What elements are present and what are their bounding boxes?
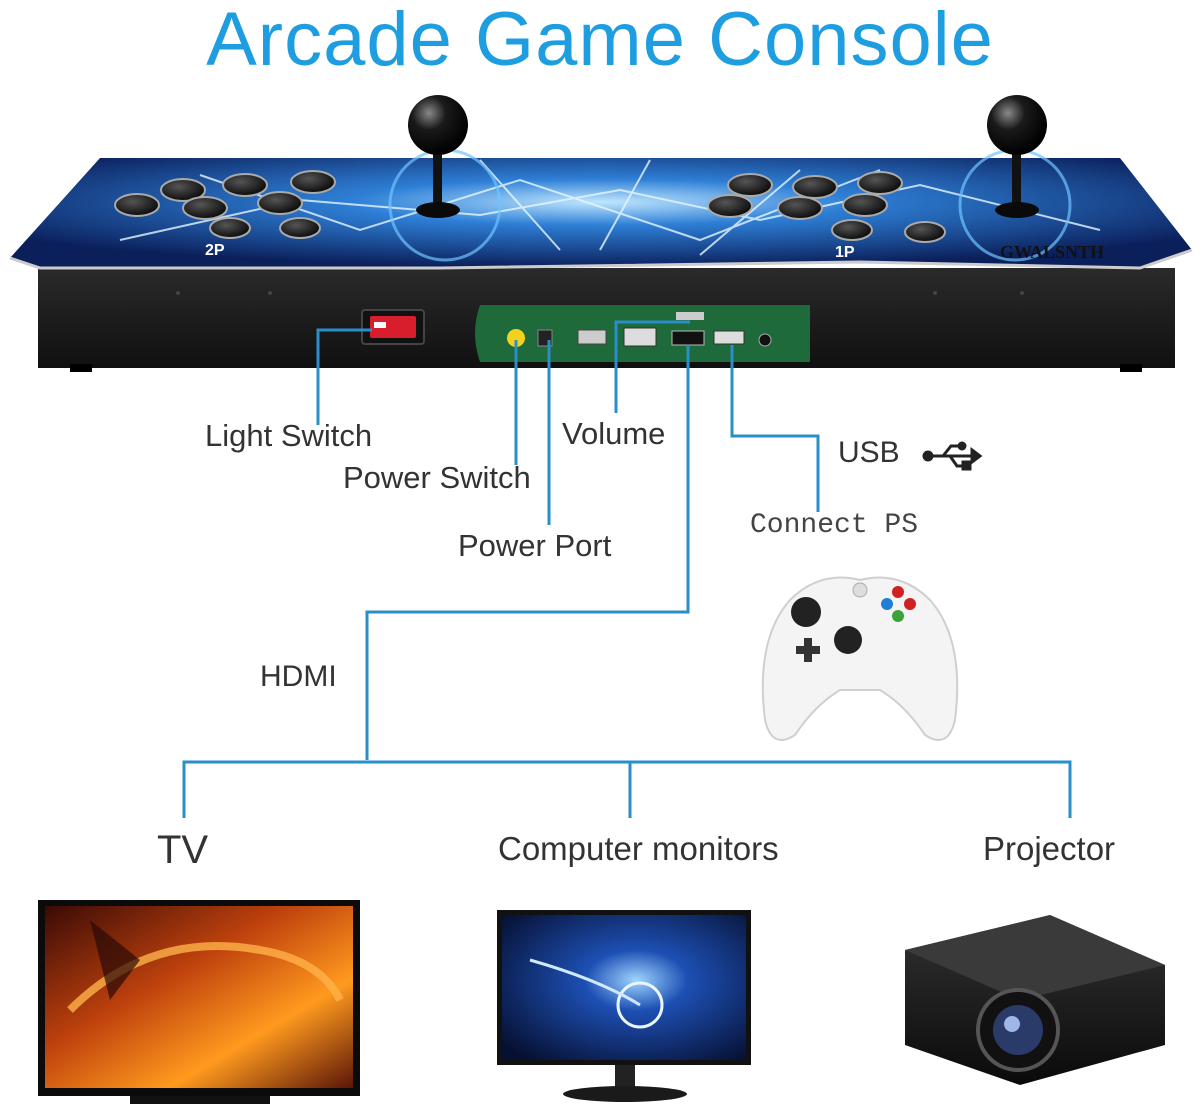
tv-label: TV bbox=[157, 828, 209, 872]
joystick-right bbox=[987, 95, 1047, 218]
power-switch-label: Power Switch bbox=[343, 460, 531, 495]
usb-icon bbox=[922, 441, 983, 471]
joystick-left bbox=[408, 95, 468, 218]
game-controller bbox=[761, 576, 959, 741]
monitor-illustration bbox=[497, 910, 751, 1102]
projector-label: Projector bbox=[983, 830, 1116, 867]
light-switch bbox=[361, 309, 425, 345]
tv-illustration bbox=[38, 900, 360, 1104]
connect-ps-label: Connect PS bbox=[750, 510, 919, 541]
power-switch-button bbox=[507, 329, 525, 347]
player1-mark: 1P bbox=[835, 244, 855, 261]
monitors-label: Computer monitors bbox=[498, 830, 779, 867]
light-switch-label: Light Switch bbox=[205, 418, 373, 453]
action-buttons-right bbox=[707, 171, 946, 243]
connector-lines bbox=[182, 320, 1072, 818]
io-panel bbox=[475, 305, 810, 362]
hdmi-label: HDMI bbox=[260, 660, 337, 693]
action-buttons-left bbox=[114, 170, 336, 239]
usb-label: USB bbox=[838, 436, 900, 469]
volume-label: Volume bbox=[562, 416, 666, 451]
page-title: Arcade Game Console bbox=[206, 0, 994, 82]
projector-illustration bbox=[905, 915, 1165, 1085]
brand-mark: GWALSNTH bbox=[1000, 242, 1104, 262]
power-port-label: Power Port bbox=[458, 528, 612, 563]
player2-mark: 2P bbox=[205, 242, 225, 259]
